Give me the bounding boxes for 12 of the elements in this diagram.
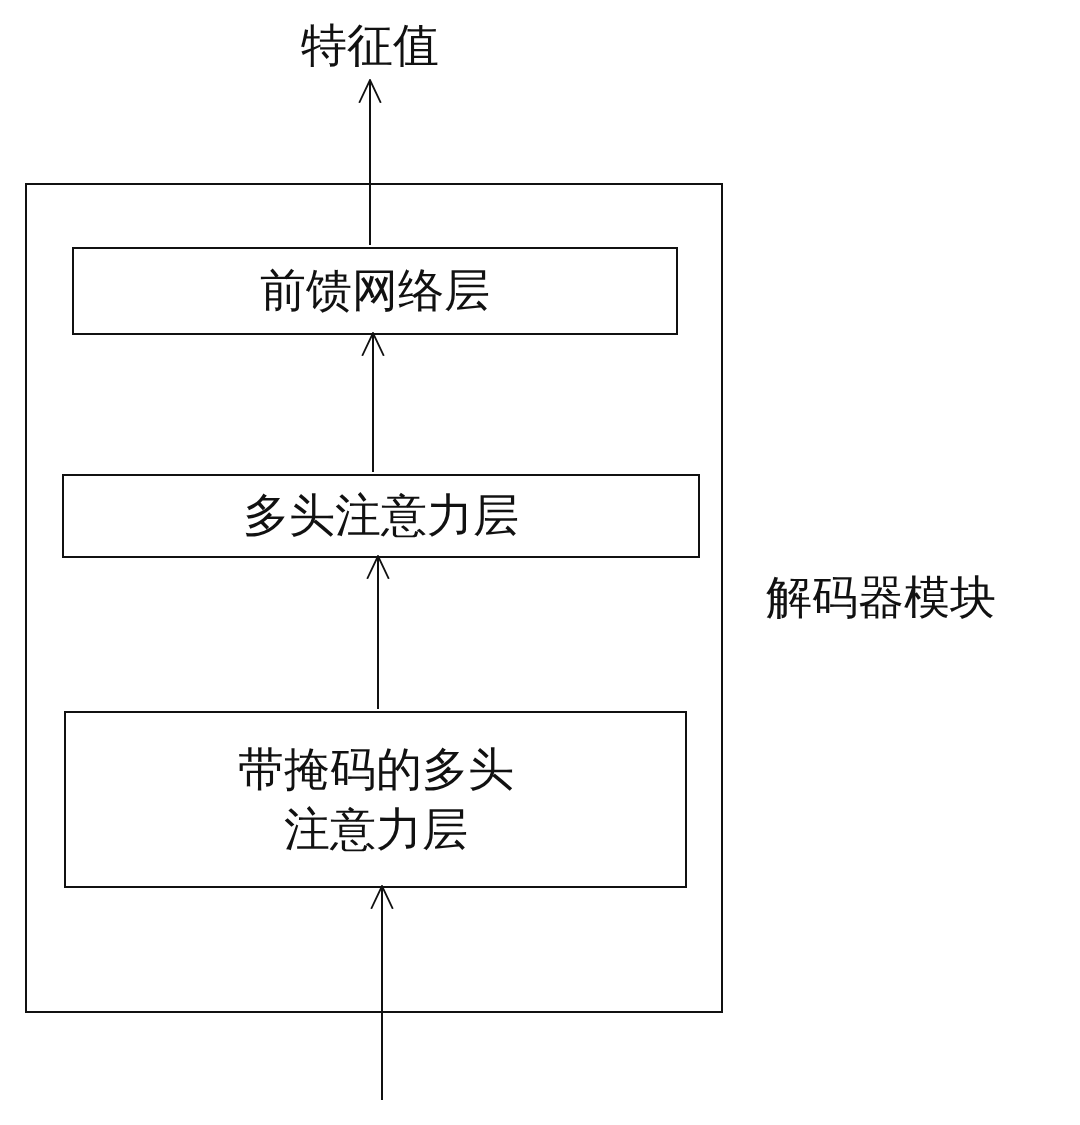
output-label: 特征值 [301, 17, 439, 75]
layer-box [72, 247, 678, 335]
layer-label: 前馈网络层 [260, 262, 490, 320]
module-label: 解码器模块 [766, 569, 996, 626]
arrow [358, 79, 382, 246]
arrow [370, 885, 394, 1101]
layer-label: 多头注意力层 [243, 487, 519, 545]
arrow [366, 555, 390, 710]
layer-box [62, 474, 700, 558]
arrow [361, 332, 385, 473]
layer-box [64, 711, 687, 888]
layer-label: 带掩码的多头注意力层 [236, 740, 515, 858]
